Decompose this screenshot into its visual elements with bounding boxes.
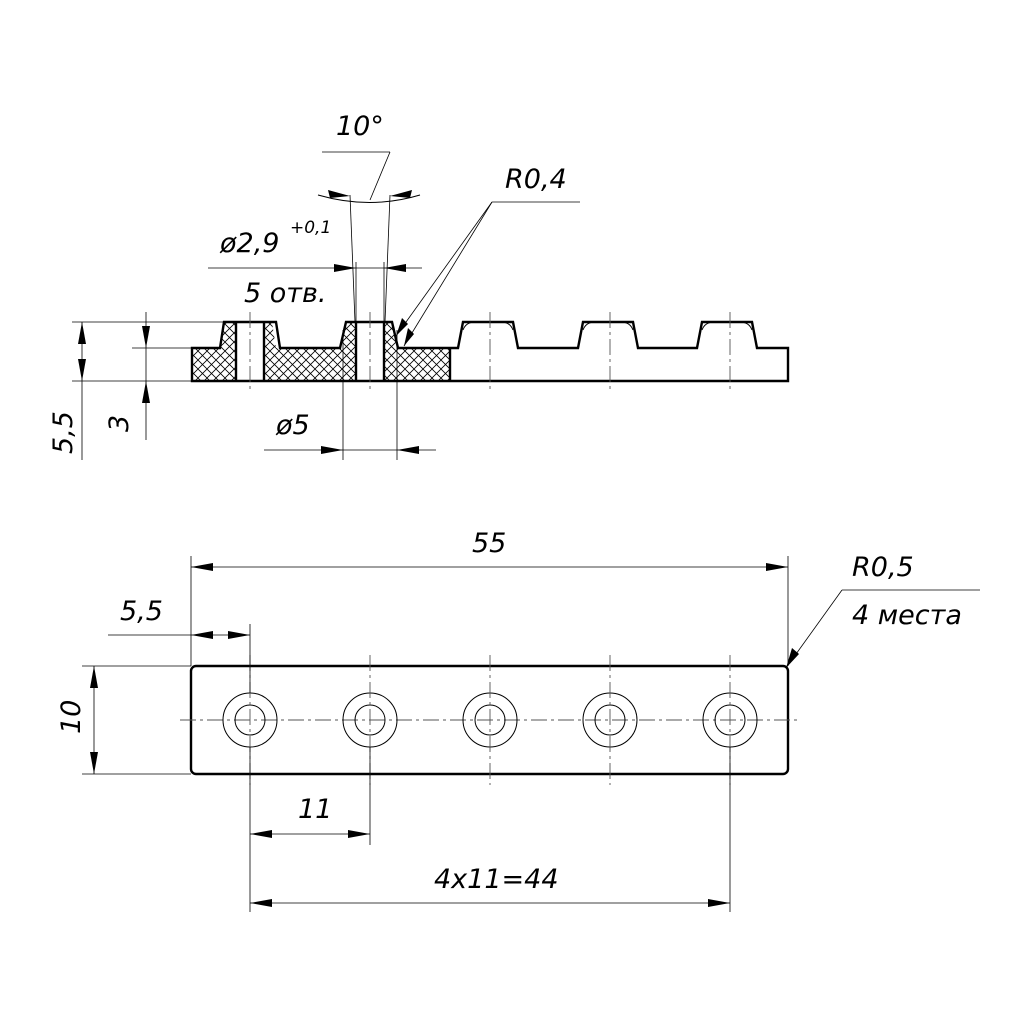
angle-label: 10°	[336, 111, 384, 142]
plan-view: 55 R0,5 4 места 5,5 10 11 4x11=44	[56, 528, 980, 912]
section-hatch	[192, 322, 450, 381]
section-outline	[190, 320, 790, 383]
radius-label: R0,4	[505, 164, 567, 195]
hole-4	[582, 655, 638, 785]
total-height-label: 5,5	[48, 411, 79, 454]
total-pitch-label: 4x11=44	[434, 864, 559, 895]
boss-diameter-label: ø5	[275, 410, 310, 441]
corner-radius-label: R0,5	[852, 552, 914, 583]
pitch-label: 11	[298, 794, 332, 825]
section-view: 10° R0,4 ø2,9 +0,1 5 отв. ø5 5,5	[48, 111, 790, 460]
base-height-label: 3	[104, 415, 135, 432]
bore-tolerance-label: +0,1	[290, 218, 331, 238]
edge-offset-label: 5,5	[120, 596, 163, 627]
bore-diameter-label: ø2,9	[219, 228, 279, 259]
width-label: 10	[56, 700, 87, 734]
holes-count-label: 5 отв.	[244, 278, 327, 309]
corner-count-label: 4 места	[852, 600, 962, 631]
hole-3	[462, 655, 518, 785]
length-label: 55	[472, 528, 506, 559]
